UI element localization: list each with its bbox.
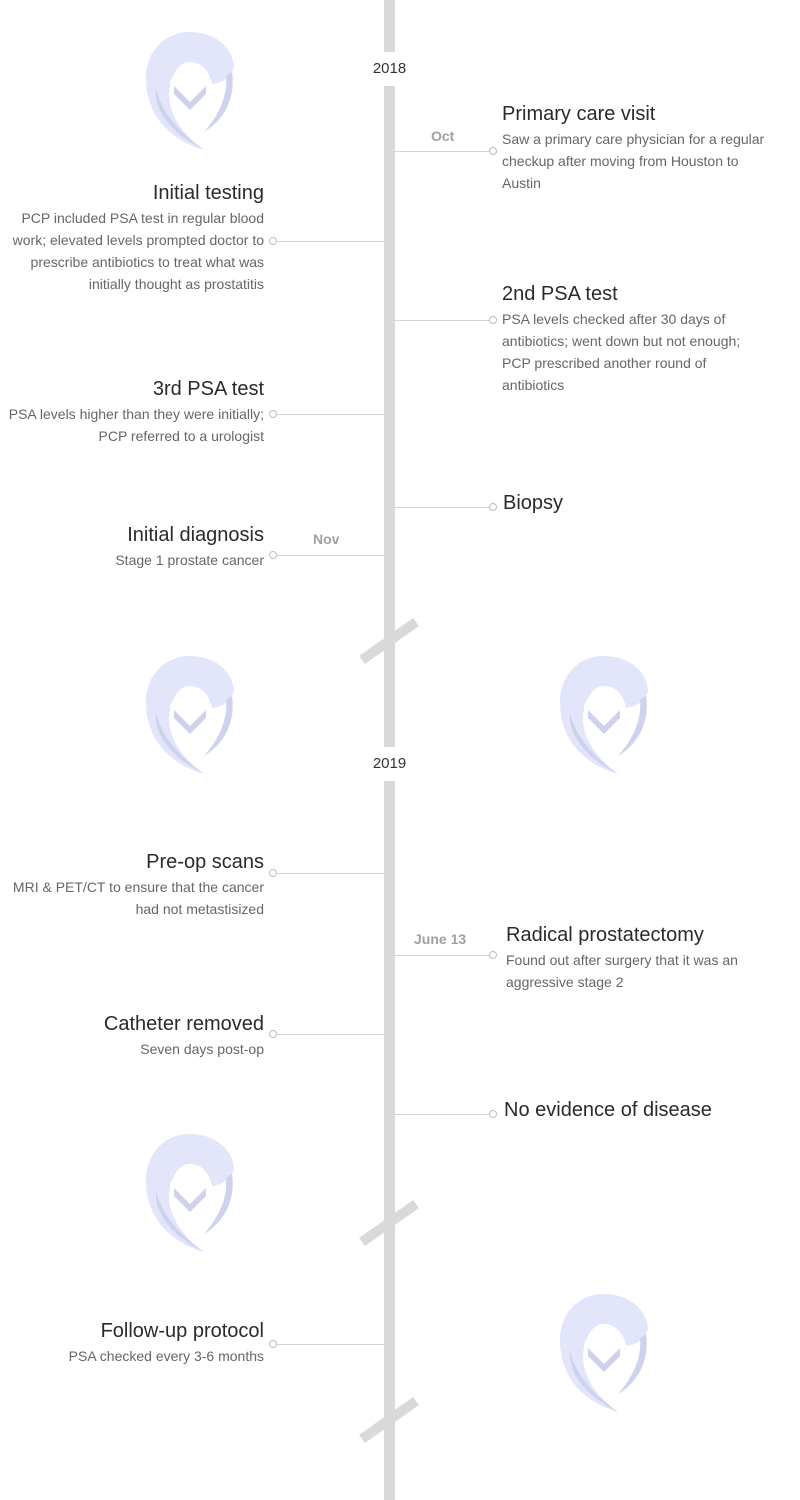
- event-description: PSA levels higher than they were initial…: [8, 406, 264, 444]
- connector-line: [276, 555, 384, 556]
- event-description: PSA checked every 3-6 months: [68, 1348, 264, 1364]
- event-initial-diagnosis: Initial diagnosis Stage 1 prostate cance…: [0, 523, 264, 571]
- event-catheter-removed: Catheter removed Seven days post-op: [0, 1012, 264, 1060]
- event-description: PCP included PSA test in regular blood w…: [12, 210, 264, 292]
- date-label-june-13: June 13: [414, 931, 467, 947]
- event-title: 3rd PSA test: [152, 378, 264, 400]
- event-title: Initial diagnosis: [127, 524, 264, 546]
- event-description: Saw a primary care physician for a regul…: [502, 131, 765, 191]
- event-description: MRI & PET/CT to ensure that the cancer h…: [12, 879, 264, 917]
- year-label-2018: 2018: [362, 52, 417, 86]
- connector-dot: [489, 1110, 497, 1118]
- connector-dot: [489, 951, 497, 959]
- event-radical-prostatectomy: Radical prostatectomy Found out after su…: [506, 923, 776, 993]
- event-title: Initial testing: [152, 182, 264, 204]
- connector-dot: [269, 869, 277, 877]
- event-initial-testing: Initial testing PCP included PSA test in…: [0, 181, 264, 295]
- connector-line: [276, 1034, 384, 1035]
- event-description: Found out after surgery that it was an a…: [506, 952, 738, 990]
- event-3rd-psa-test: 3rd PSA test PSA levels higher than they…: [0, 377, 264, 447]
- connector-dot: [269, 1030, 277, 1038]
- date-label-nov: Nov: [313, 531, 340, 547]
- event-description: Seven days post-op: [140, 1041, 264, 1057]
- connector-line: [276, 873, 384, 874]
- connector-dot: [269, 410, 277, 418]
- event-title: Catheter removed: [103, 1013, 264, 1035]
- event-description: PSA levels checked after 30 days of anti…: [502, 311, 741, 393]
- event-biopsy: Biopsy: [503, 491, 773, 517]
- connector-line: [395, 151, 491, 152]
- connector-dot: [489, 316, 497, 324]
- event-2nd-psa-test: 2nd PSA test PSA levels checked after 30…: [502, 282, 772, 396]
- event-pre-op-scans: Pre-op scans MRI & PET/CT to ensure that…: [0, 850, 264, 920]
- event-title: Radical prostatectomy: [506, 924, 704, 946]
- date-label-oct: Oct: [431, 128, 455, 144]
- connector-dot: [489, 147, 497, 155]
- heart-speech-bubble-icon: [146, 656, 234, 774]
- event-title: Biopsy: [503, 492, 564, 514]
- connector-line: [276, 241, 384, 242]
- event-description: Stage 1 prostate cancer: [115, 552, 264, 568]
- year-label-2019: 2019: [362, 747, 417, 781]
- event-title: Pre-op scans: [146, 851, 264, 873]
- event-title: 2nd PSA test: [502, 283, 618, 305]
- connector-dot: [489, 503, 497, 511]
- heart-speech-bubble-icon: [560, 656, 648, 774]
- heart-speech-bubble-icon: [146, 32, 234, 150]
- connector-line: [395, 1114, 491, 1115]
- event-title: No evidence of disease: [504, 1099, 712, 1121]
- event-follow-up-protocol: Follow-up protocol PSA checked every 3-6…: [0, 1319, 264, 1367]
- connector-line: [395, 507, 491, 508]
- event-primary-care-visit: Primary care visit Saw a primary care ph…: [502, 102, 772, 194]
- connector-line: [276, 1344, 384, 1345]
- connector-dot: [269, 551, 277, 559]
- connector-dot: [269, 237, 277, 245]
- event-title: Follow-up protocol: [100, 1320, 264, 1342]
- heart-speech-bubble-icon: [146, 1134, 234, 1252]
- connector-line: [276, 414, 384, 415]
- connector-dot: [269, 1340, 277, 1348]
- heart-speech-bubble-icon: [560, 1294, 648, 1412]
- connector-line: [395, 955, 491, 956]
- connector-line: [395, 320, 491, 321]
- event-title: Primary care visit: [502, 103, 656, 125]
- event-no-evidence-of-disease: No evidence of disease: [504, 1098, 774, 1124]
